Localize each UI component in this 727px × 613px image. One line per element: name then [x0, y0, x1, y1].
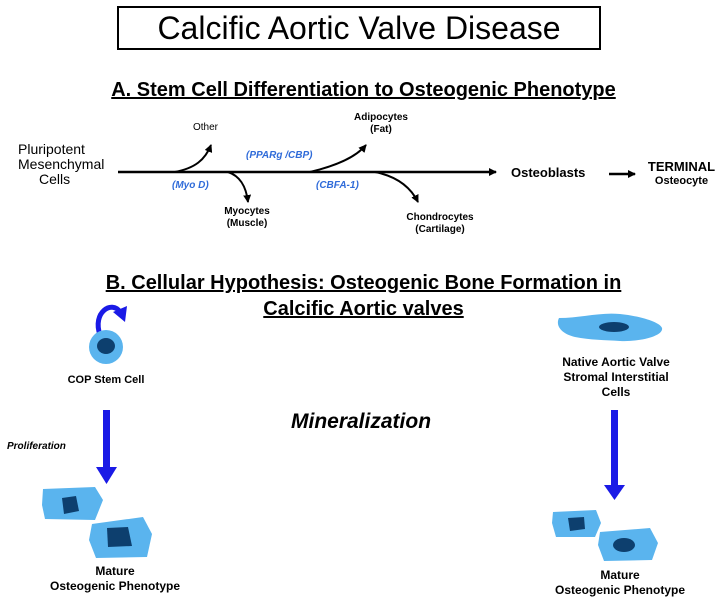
- left-mature-cell-1: [42, 487, 103, 520]
- native-aortic-valve-label: Native Aortic Valve Stromal Interstitial…: [562, 355, 670, 399]
- right-mature-cell-2: [598, 528, 658, 561]
- branch-adipocytes-arrow: [309, 144, 367, 173]
- proliferation-arrow: [96, 410, 117, 484]
- myod-factor: (Myo D): [172, 180, 209, 191]
- terminal-osteocyte-label: TERMINAL Osteocyte: [647, 159, 716, 188]
- adipocytes-label: Adipocytes (Fat): [354, 112, 408, 135]
- other-label: Other: [193, 122, 219, 133]
- left-mature-cell-2: [89, 517, 152, 558]
- pluripotent-cells-label: Pluripotent Mesenchymal Cells: [18, 141, 105, 187]
- branch-chondrocytes-arrow: [374, 171, 419, 203]
- branch-other-arrow: [174, 144, 213, 173]
- section-a-heading: A. Stem Cell Differentiation to Osteogen…: [111, 79, 616, 101]
- cbfa1-factor: (CBFA-1): [316, 180, 359, 191]
- proliferation-label: Proliferation: [7, 441, 66, 452]
- native-interstitial-cell: [557, 313, 663, 342]
- osteoblasts-label: Osteoblasts: [511, 165, 586, 180]
- cop-stem-cell: [89, 304, 127, 364]
- right-mature-phenotype-label: Mature Osteogenic Phenotype: [554, 568, 686, 597]
- chondrocytes-label: Chondrocytes (Cartilage): [406, 212, 474, 235]
- myocytes-label: Myocytes (Muscle): [224, 206, 270, 229]
- self-renewal-arrowhead: [113, 306, 127, 322]
- page-title: Calcific Aortic Valve Disease: [117, 6, 601, 50]
- cop-stem-cell-label: COP Stem Cell: [67, 374, 145, 386]
- self-renewal-arrow: [95, 304, 123, 336]
- right-mature-cell-1: [552, 510, 601, 537]
- section-b-heading: B. Cellular Hypothesis: Osteogenic Bone …: [105, 272, 622, 320]
- left-mature-phenotype-label: Mature Osteogenic Phenotype: [49, 564, 181, 593]
- right-differentiation-arrow: [604, 410, 625, 500]
- pparg-cbp-factor: (PPARg /CBP): [246, 150, 313, 161]
- mineralization-label: Mineralization: [291, 410, 432, 433]
- branch-myocytes-arrow: [227, 171, 252, 203]
